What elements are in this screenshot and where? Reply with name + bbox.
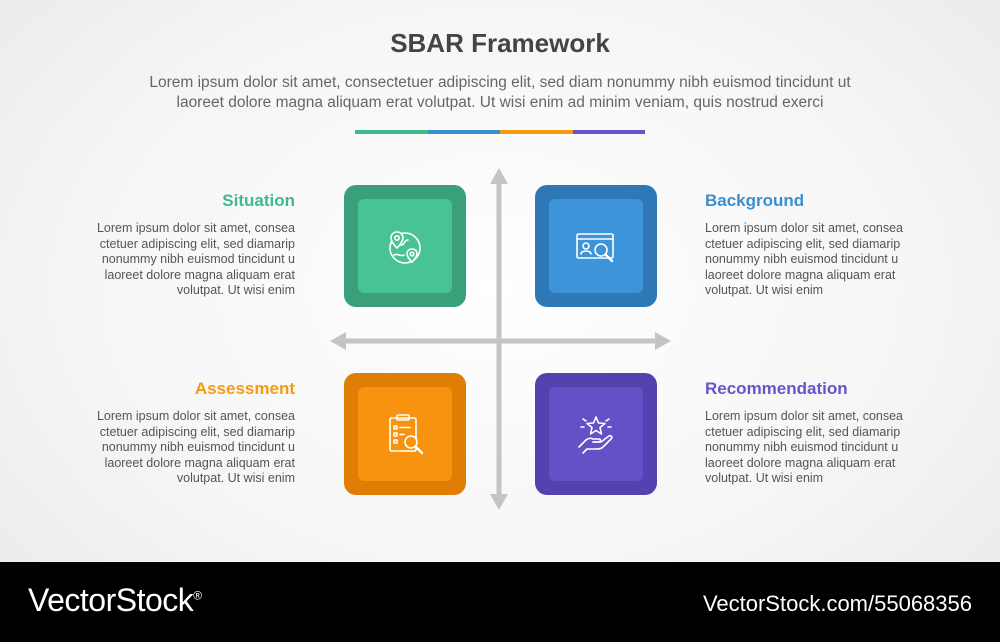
arrow-right-icon (655, 332, 671, 350)
desc-line: ctetuer adipiscing elit, sed diamarip (705, 236, 901, 251)
desc-line: Lorem ipsum dolor sit amet, consea (96, 221, 295, 235)
desc-line: laoreet dolore magna aliquam erat (705, 267, 896, 282)
hand-star-icon (578, 416, 613, 454)
divider-segment-1 (355, 130, 428, 134)
color-divider (355, 130, 645, 134)
globe-location-icon (389, 231, 421, 264)
desc-line: Lorem ipsum dolor sit amet, consea (96, 409, 295, 423)
desc-line: laoreet dolore magna aliquam erat (104, 267, 295, 282)
divider-segment-3 (500, 130, 573, 134)
desc-line: ctetuer adipiscing elit, sed diamarip (705, 424, 901, 439)
situation-box (344, 185, 466, 307)
assessment-description: Lorem ipsum dolor sit amet, consea ctetu… (67, 409, 295, 487)
desc-line: nonummy nibh euismod tincidunt u (705, 252, 899, 266)
desc-line: volutpat. Ut wisi enim (176, 283, 295, 297)
subtitle-line-1: Lorem ipsum dolor sit amet, consectetuer… (149, 74, 851, 91)
arrow-down-icon (490, 494, 508, 510)
divider-segment-4 (572, 130, 645, 134)
situation-description: Lorem ipsum dolor sit amet, consea ctetu… (67, 221, 295, 299)
desc-line: ctetuer adipiscing elit, sed diamarip (99, 424, 295, 439)
brand-name: VectorStock (28, 582, 194, 618)
background-box (535, 185, 657, 307)
registered-mark: ® (193, 588, 202, 603)
desc-line: nonummy nibh euismod tincidunt u (101, 440, 295, 454)
recommendation-box (535, 373, 657, 495)
background-heading: Background (705, 191, 805, 210)
arrow-left-icon (330, 332, 346, 350)
desc-line: volutpat. Ut wisi enim (705, 471, 824, 485)
subtitle-line-2: laoreet dolore magna aliquam erat volutp… (176, 94, 824, 111)
desc-line: Lorem ipsum dolor sit amet, consea (705, 409, 904, 423)
background-description: Lorem ipsum dolor sit amet, consea ctetu… (705, 221, 933, 299)
desc-line: laoreet dolore magna aliquam erat (104, 455, 295, 470)
recommendation-heading: Recommendation (705, 379, 848, 398)
desc-line: nonummy nibh euismod tincidunt u (705, 440, 899, 454)
footer-bar: VectorStock® VectorStock.com/55068356 (0, 562, 1000, 642)
clipboard-search-icon (389, 414, 424, 455)
desc-line: volutpat. Ut wisi enim (705, 283, 824, 297)
page-title: SBAR Framework (390, 28, 610, 58)
vectorstock-logo: VectorStock® (28, 582, 202, 619)
situation-heading: Situation (222, 191, 295, 210)
assessment-heading: Assessment (194, 379, 295, 398)
quadrant-axes (330, 168, 671, 510)
desc-line: laoreet dolore magna aliquam erat (705, 455, 896, 470)
recommendation-box-inner (549, 387, 643, 481)
desc-line: volutpat. Ut wisi enim (176, 471, 295, 485)
page-subtitle: Lorem ipsum dolor sit amet, consectetuer… (60, 73, 940, 113)
situation-box-inner (358, 199, 452, 293)
desc-line: nonummy nibh euismod tincidunt u (101, 252, 295, 266)
desc-line: ctetuer adipiscing elit, sed diamarip (99, 236, 295, 251)
divider-segment-2 (427, 130, 500, 134)
assessment-box (344, 373, 466, 495)
id-card-search-icon (576, 233, 614, 263)
stock-id: VectorStock.com/55068356 (702, 591, 972, 616)
desc-line: Lorem ipsum dolor sit amet, consea (705, 221, 904, 235)
recommendation-description: Lorem ipsum dolor sit amet, consea ctetu… (705, 409, 933, 487)
arrow-up-icon (490, 168, 508, 184)
assessment-box-inner (358, 387, 452, 481)
